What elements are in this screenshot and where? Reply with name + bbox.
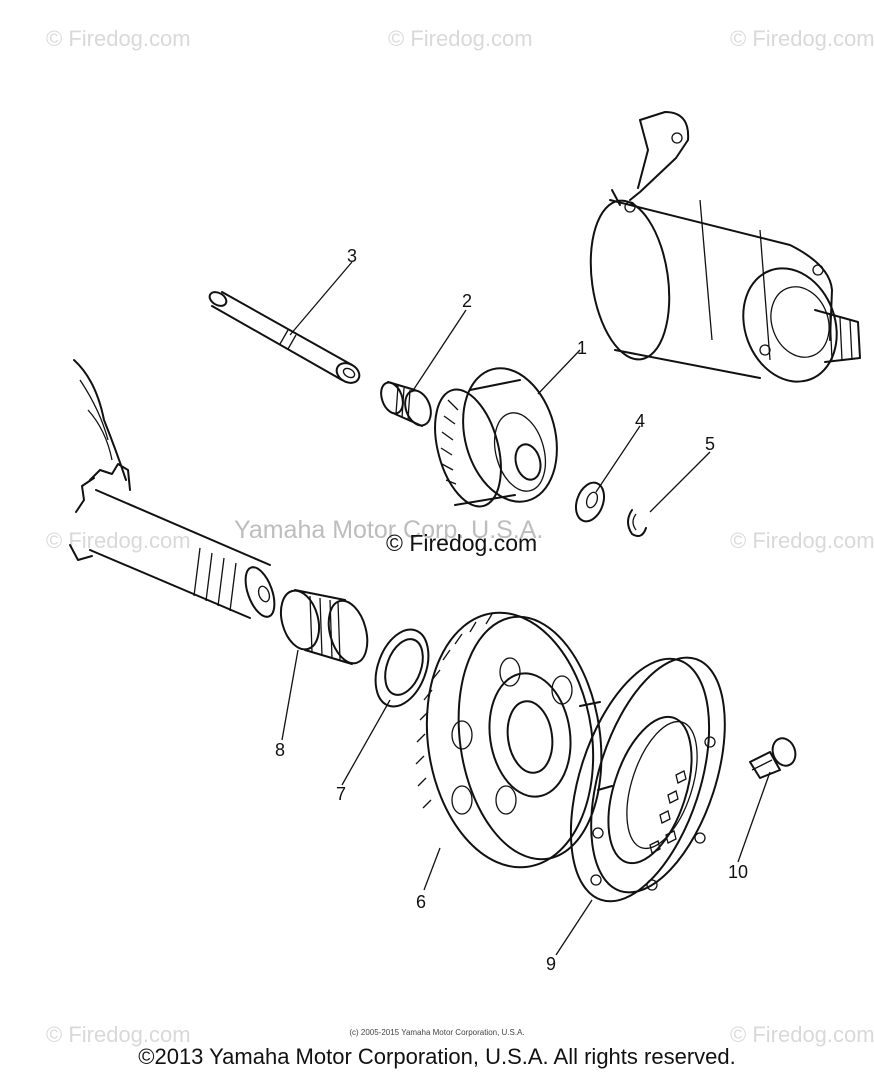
watermark-center-brand: Yamaha Motor Corp. U.S.A. xyxy=(234,516,544,544)
part-7-thrust-washer xyxy=(374,628,430,708)
watermark-mid-right: © Firedog.com xyxy=(730,528,874,553)
part-3-shaft xyxy=(208,291,361,384)
callout-labels: 3 2 1 4 5 6 7 8 9 10 xyxy=(275,246,748,974)
starter-motor xyxy=(589,111,861,383)
part-5-circlip xyxy=(627,509,647,537)
callout-label: 4 xyxy=(635,411,645,431)
part-1-idler-gear xyxy=(434,367,558,508)
callout-label: 5 xyxy=(705,434,715,454)
watermark-bottom-right: © Firedog.com xyxy=(730,1022,874,1047)
callout-label: 7 xyxy=(336,784,346,804)
callout-label: 3 xyxy=(347,246,357,266)
crankshaft xyxy=(69,359,276,619)
watermark-bottom-left: © Firedog.com xyxy=(46,1022,191,1047)
footer-copyright: ©2013 Yamaha Motor Corporation, U.S.A. A… xyxy=(138,1044,736,1069)
callout-label: 6 xyxy=(416,892,426,912)
leader-lines xyxy=(281,261,771,956)
callout-label: 9 xyxy=(546,954,556,974)
watermark-top-right: © Firedog.com xyxy=(730,26,874,51)
callout-label: 10 xyxy=(728,862,748,882)
part-2-needle-bearing xyxy=(380,381,432,427)
part-6-starter-wheel-gear xyxy=(415,611,613,869)
part-10-bolt xyxy=(749,737,797,779)
part-8-needle-bearing xyxy=(279,589,369,665)
watermark-top-left: © Firedog.com xyxy=(46,26,191,51)
watermark-top-center: © Firedog.com xyxy=(388,26,533,51)
footer-small-copyright: (c) 2005-2015 Yamaha Motor Corporation, … xyxy=(349,1028,525,1037)
part-9-one-way-clutch xyxy=(569,656,726,903)
callout-label: 2 xyxy=(462,291,472,311)
callout-label: 8 xyxy=(275,740,285,760)
part-4-washer xyxy=(574,481,606,523)
watermark-center-site: © Firedog.com xyxy=(386,530,538,556)
callout-label: 1 xyxy=(577,338,587,358)
watermark-mid-left: © Firedog.com xyxy=(46,528,191,553)
